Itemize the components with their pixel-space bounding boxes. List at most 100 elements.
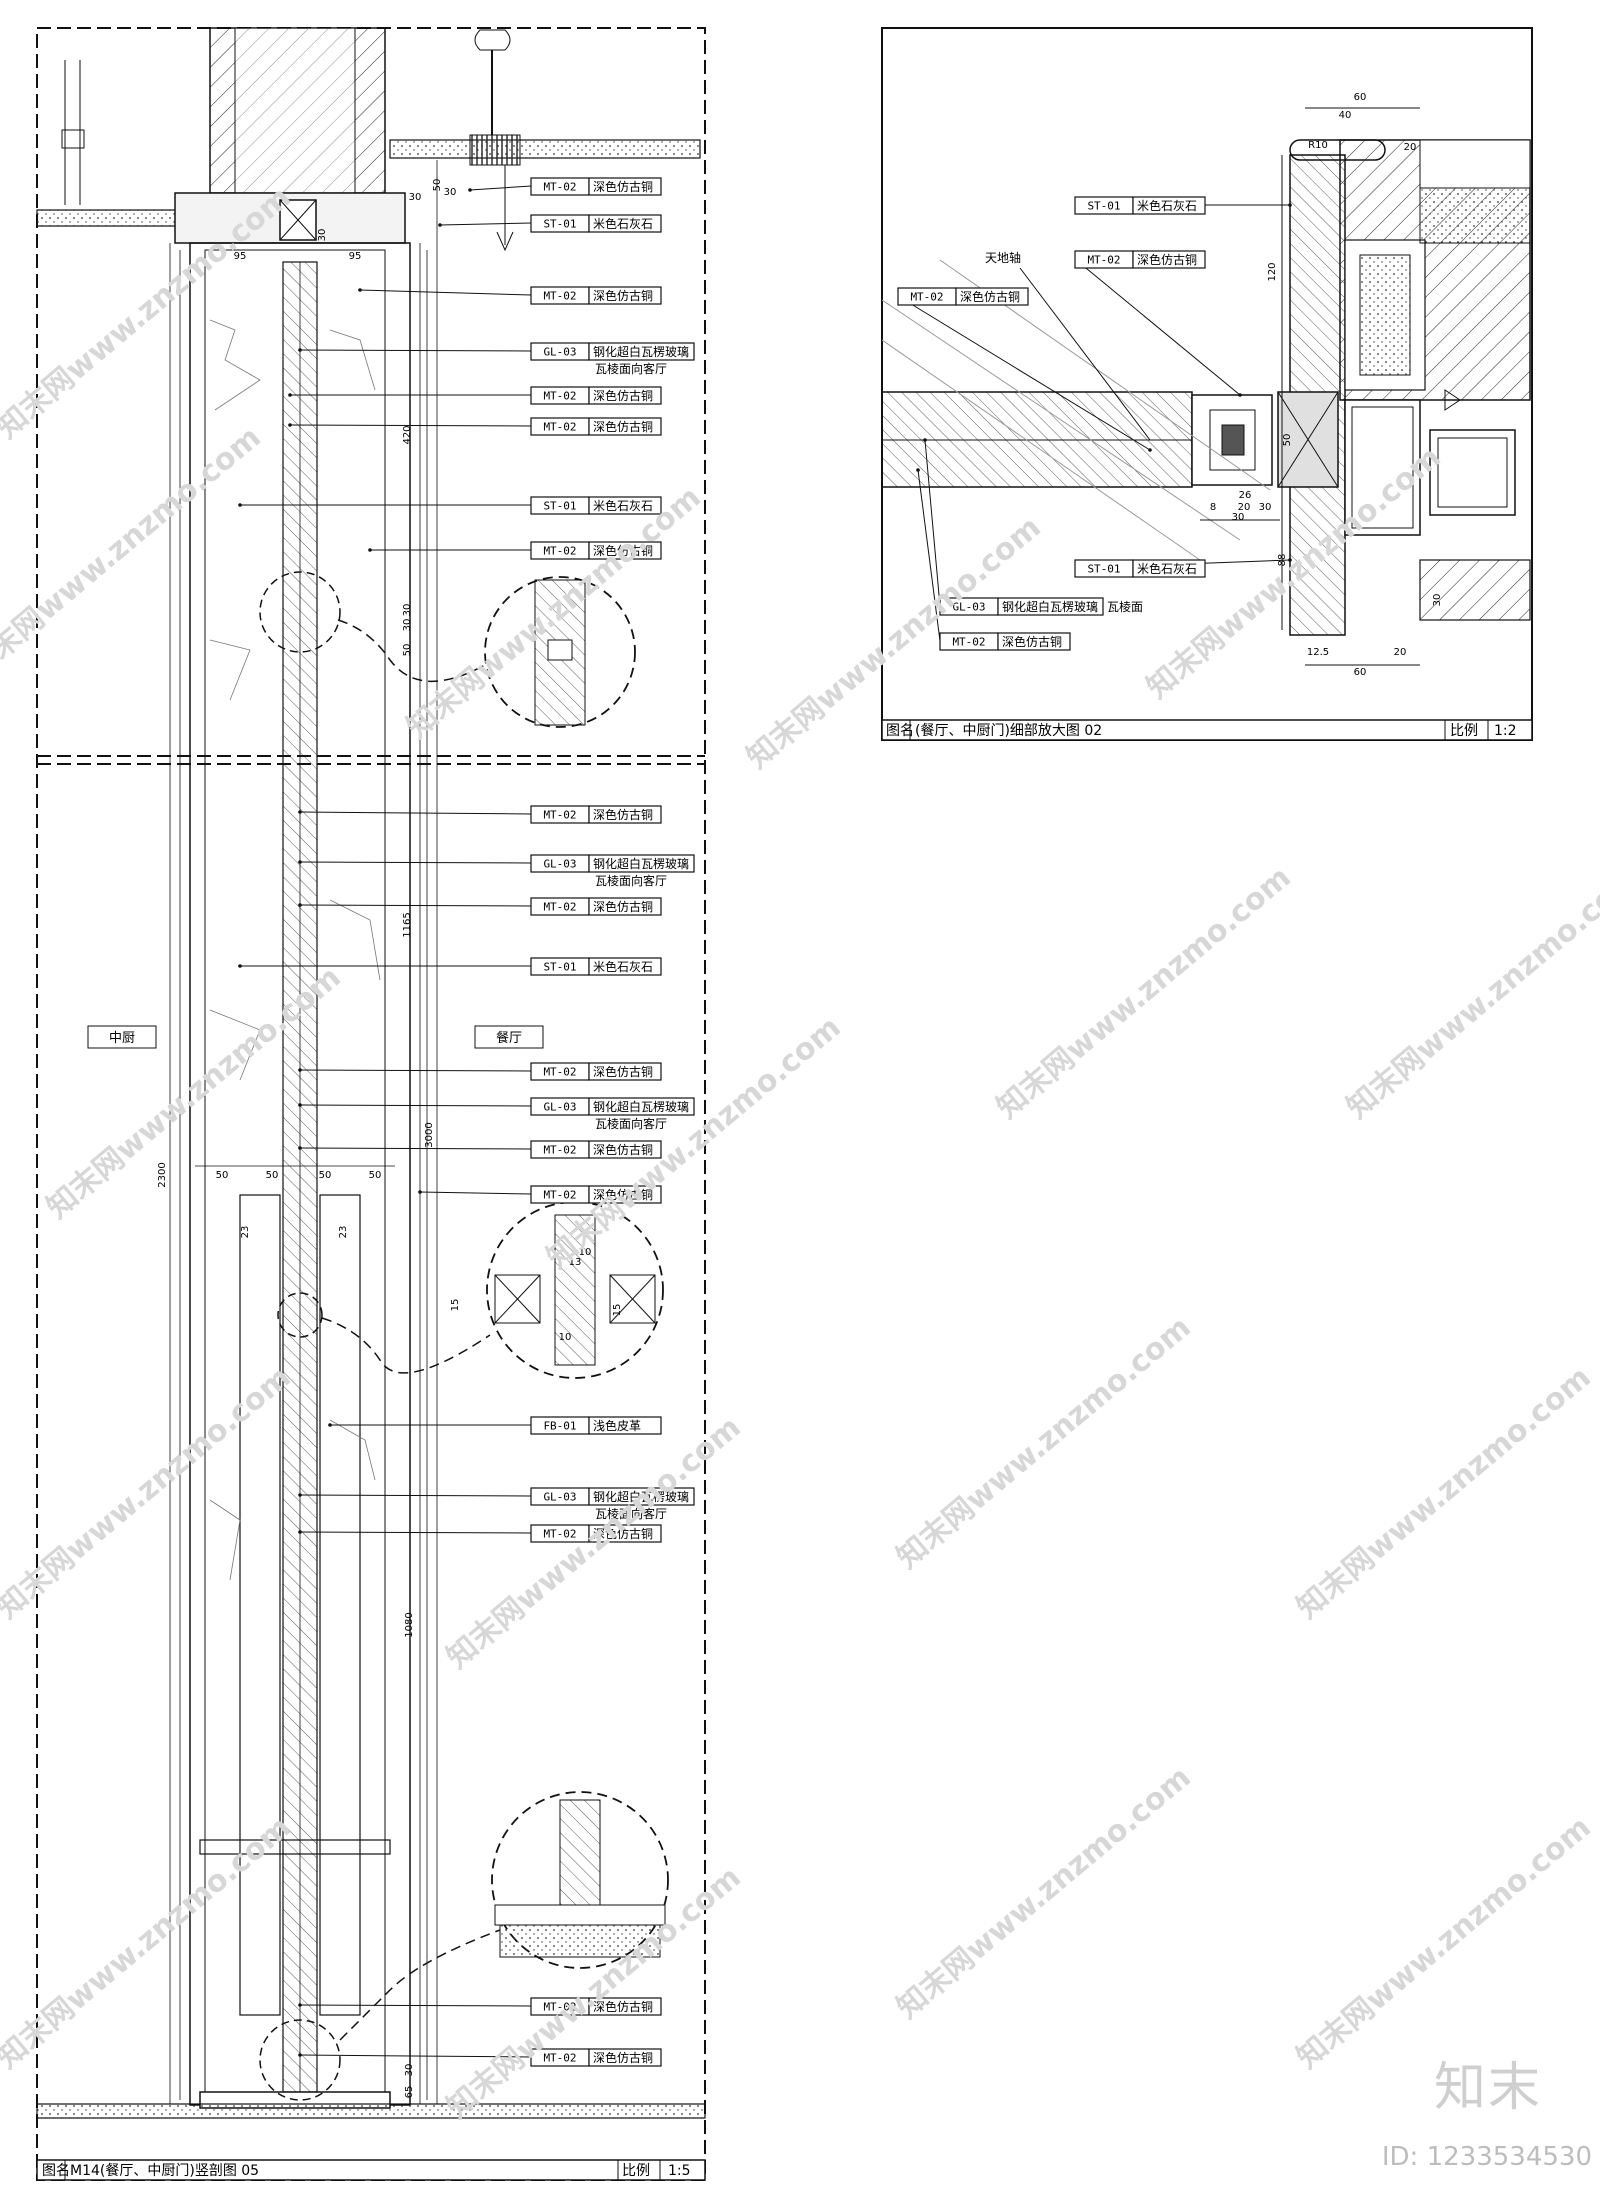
- left-dimension-label: 23: [240, 1226, 251, 1239]
- right-callout-desc: 深色仿古铜: [1137, 252, 1197, 267]
- left-dimension-label: 1165: [402, 912, 413, 937]
- left-dimension-label: 15: [612, 1304, 623, 1317]
- right-callout-desc: 深色仿古铜: [960, 289, 1020, 304]
- right-dimension-label: 20: [1394, 647, 1407, 658]
- right-title-bar: [881, 719, 1533, 741]
- left-dimension-label: 30: [317, 229, 328, 242]
- left-callout-code: ST-01: [543, 218, 576, 231]
- left-callout-code: MT-02: [543, 1189, 576, 1202]
- left-dimension-label: 23: [338, 1226, 349, 1239]
- left-dimension-label: 1080: [404, 1612, 415, 1637]
- right-title: (餐厅、中厨门)细部放大图 02: [915, 723, 1102, 739]
- left-callout-desc: 深色仿古铜: [593, 807, 653, 822]
- left-title: M14(餐厅、中厨门)竖剖图 05: [70, 2163, 259, 2179]
- left-callout-desc: 深色仿古铜: [593, 1187, 653, 1202]
- left-dimension-label: 50: [369, 1170, 382, 1181]
- left-callout-code: MT-02: [543, 421, 576, 434]
- left-callout-code: GL-03: [543, 346, 576, 359]
- left-title-prefix: 图名: [42, 2163, 70, 2179]
- right-dimension-label: 50: [1282, 434, 1293, 447]
- left-callout-code: MT-02: [543, 2052, 576, 2065]
- right-callout-desc: 深色仿古铜: [1002, 634, 1062, 649]
- left-callout-desc: 深色仿古铜: [593, 2050, 653, 2065]
- right-callout-code: MT-02: [1087, 254, 1120, 267]
- left-callout-note: 瓦棱面向客厅: [595, 361, 667, 376]
- right-dimension-label: 20: [1238, 502, 1251, 513]
- left-callout-code: MT-02: [543, 545, 576, 558]
- left-dimension-label: 30: [402, 604, 413, 617]
- left-callout-desc: 深色仿古铜: [593, 1142, 653, 1157]
- right-dimension-label: 20: [1404, 142, 1417, 153]
- right-callout-code: GL-03: [952, 601, 985, 614]
- room-label-left: 中厨: [109, 1031, 135, 1046]
- right-callout-desc: 钢化超白瓦楞玻璃: [1002, 599, 1098, 614]
- left-dimension-label: 420: [402, 425, 413, 444]
- left-scale-value: 1:5: [668, 2163, 691, 2179]
- left-title-bar: [36, 2159, 706, 2181]
- left-callout-note: 瓦棱面向客厅: [595, 1506, 667, 1521]
- left-dimension-label: 95: [234, 251, 247, 262]
- left-dimension-label: 50: [266, 1170, 279, 1181]
- watermark-text: 知末网www.znzmo.com: [440, 1410, 747, 1676]
- left-callout-desc: 深色仿古铜: [593, 899, 653, 914]
- right-callout: MT-02 深色仿古铜: [1074, 250, 1242, 397]
- axis-label: 天地轴: [985, 250, 1021, 265]
- right-callout: ST-01 米色石灰石: [1074, 196, 1292, 215]
- right-scale-label: 比例: [1450, 723, 1478, 739]
- left-callout-desc: 深色仿古铜: [593, 1999, 653, 2014]
- left-dimension-label: 50: [432, 179, 443, 192]
- left-callout-desc: 钢化超白瓦楞玻璃: [593, 1489, 689, 1504]
- left-dimension-label: 3000: [424, 1122, 435, 1147]
- right-callout: MT-02 深色仿古铜: [916, 468, 1071, 651]
- left-callout-code: FB-01: [543, 1420, 576, 1433]
- right-callout-desc: 米色石灰石: [1137, 199, 1197, 213]
- right-callout: MT-02 深色仿古铜: [897, 287, 1152, 452]
- right-callout-code: MT-02: [910, 291, 943, 304]
- left-dimension-label: 10: [579, 1247, 592, 1258]
- watermark-text: 知末网www.znzmo.com: [1290, 1360, 1597, 1626]
- right-title-prefix: 图名: [886, 723, 914, 739]
- watermark-text: 知末网www.znzmo.com: [1290, 1810, 1597, 2076]
- right-dimension-label: 60: [1354, 667, 1367, 678]
- right-dimension-label: 30: [1232, 512, 1245, 523]
- right-dimension-label: 40: [1339, 110, 1352, 121]
- left-callout-code: GL-03: [543, 858, 576, 871]
- left-callout-code: MT-02: [543, 1528, 576, 1541]
- left-callout-note: 瓦棱面向客厅: [595, 1116, 667, 1131]
- left-callout-code: ST-01: [543, 500, 576, 513]
- left-dimension-label: 30: [409, 192, 422, 203]
- left-callout-desc: 浅色皮革: [593, 1419, 641, 1433]
- top-structure: [36, 27, 701, 252]
- right-callout-code: MT-02: [952, 636, 985, 649]
- left-callout: MT-02 深色仿古铜: [418, 1185, 662, 1204]
- left-dimension-label: 95: [349, 251, 362, 262]
- right-dimension-label: 30: [1432, 594, 1443, 607]
- left-callout-note: 瓦棱面向客厅: [595, 873, 667, 888]
- left-callout-code: MT-02: [543, 390, 576, 403]
- left-callout-desc: 深色仿古铜: [593, 1526, 653, 1541]
- left-callout-desc: 米色石灰石: [593, 217, 653, 231]
- left-dimension-label: 15: [450, 1299, 461, 1312]
- left-dimension-label: 30: [402, 619, 413, 632]
- right-callout-code: ST-01: [1087, 200, 1120, 213]
- image-id: ID: 1233534530: [1381, 2142, 1592, 2172]
- left-callout-desc: 钢化超白瓦楞玻璃: [593, 1099, 689, 1114]
- left-callout-desc: 米色石灰石: [593, 960, 653, 974]
- left-callout-code: GL-03: [543, 1101, 576, 1114]
- left-callout-code: ST-01: [543, 961, 576, 974]
- left-callout: MT-02 深色仿古铜: [298, 1140, 662, 1159]
- left-callout-code: MT-02: [543, 1144, 576, 1157]
- left-dimension-label: 10: [559, 1332, 572, 1343]
